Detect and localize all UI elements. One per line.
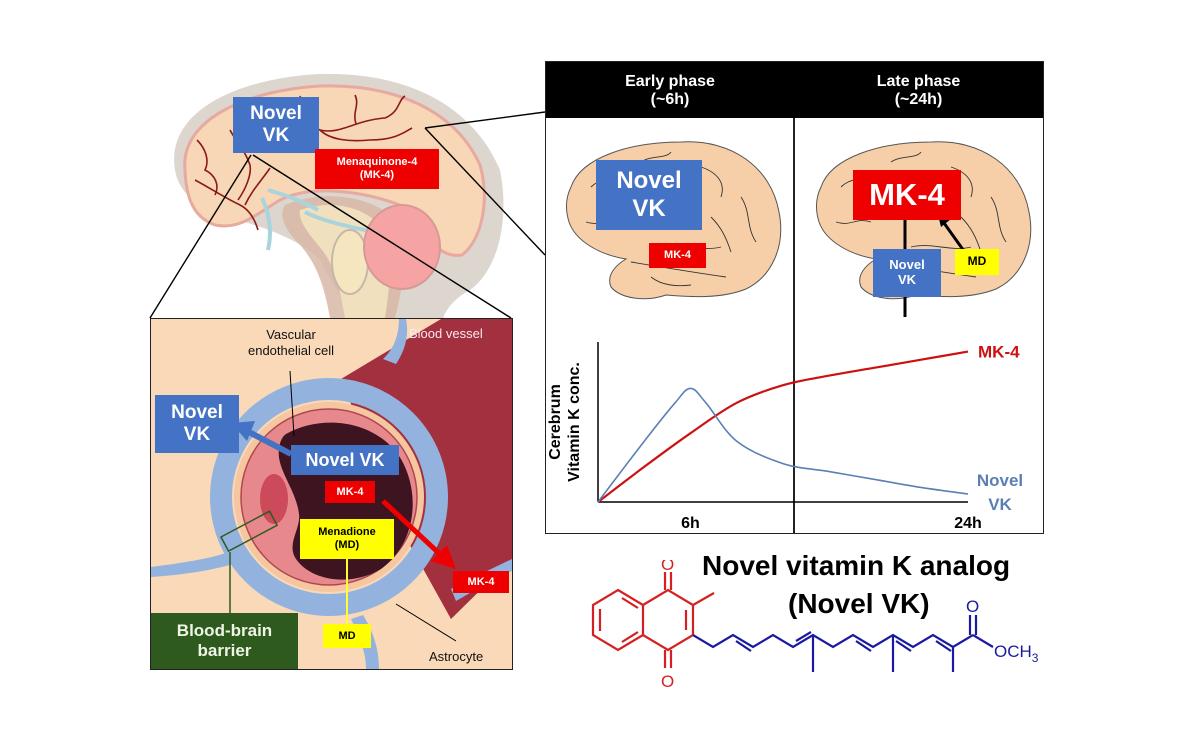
bbb-highlight [219,510,279,613]
naphthoquinone-core [591,572,715,668]
endothelial-pointer [289,370,295,437]
late-novel-vk-label: Novel VK [873,249,941,297]
novel-vk-structure: O O O OCH3 [591,560,1039,691]
phase-panel: Early phase (~6h) Late phase (~24h) Nove… [545,61,1044,534]
phase-divider [793,118,795,533]
early-phase-title: Early phase (~6h) [625,72,715,108]
mk4-transport-arrow [381,499,456,569]
structure-title-line2: (Novel VK) [788,588,930,619]
chart-y-axis-label: Cerebrum [547,384,564,460]
oxygen-top: O [661,560,674,574]
ester-group-text: OCH [994,642,1032,661]
oxygen-bottom: O [661,672,674,691]
chart-series-label: Novel [977,471,1023,490]
bbb-detail-inset: Vascular endothelial cell Blood vessel N… [150,318,513,670]
head-mk4-label: Menaquinone-4 (MK-4) [315,149,439,189]
early-mk4-label: MK-4 [649,243,706,268]
head-novel-vk-label: Novel VK [233,97,319,153]
menadione-label: Menadione (MD) [300,519,394,559]
endothelial-nucleus [260,474,288,524]
chart-y-axis-label: Vitamin K conc. [566,362,583,482]
chart-x-tick-label: 6h [681,515,700,532]
chart-line-novel-vk [597,387,969,503]
chart-line-mk-4 [597,350,969,503]
astrocyte-endfeet [210,378,448,616]
ester-methoxy-group: OCH3 [994,642,1039,665]
isoprenoid-side-chain [692,615,994,672]
late-md-label: MD [955,249,999,275]
blood-vessel-label: Blood vessel [409,326,483,341]
pons [331,229,369,295]
mk4-inside-label: MK-4 [325,481,375,503]
ester-carbonyl-oxygen: O [966,597,979,616]
md-outside-label: MD [323,624,371,648]
phase-header [546,62,1043,118]
early-novel-vk-label: Novel VK [596,160,702,230]
vascular-endothelial-label: Vascular endothelial cell [247,327,334,359]
novel-vk-inside-label: Novel VK [291,445,399,475]
structure-title-line1: Novel vitamin K analog [702,550,1011,581]
mk4-outside-label: MK-4 [453,571,509,593]
late-mk4-label: MK-4 [853,170,961,220]
cerebellum [363,204,441,290]
astrocyte-label: Astrocyte [429,649,484,664]
late-phase-title: Late phase (~24h) [876,72,961,108]
chart-series-label: MK-4 [978,343,1020,362]
ester-subscript: 3 [1032,651,1039,665]
astrocyte-pointer [395,603,457,642]
novel-vk-outside-label: Novel VK [155,395,239,453]
chart-x-tick-label: 24h [954,515,982,532]
chart-series-label: VK [988,495,1012,514]
bbb-label: Blood-brain barrier [151,613,298,669]
